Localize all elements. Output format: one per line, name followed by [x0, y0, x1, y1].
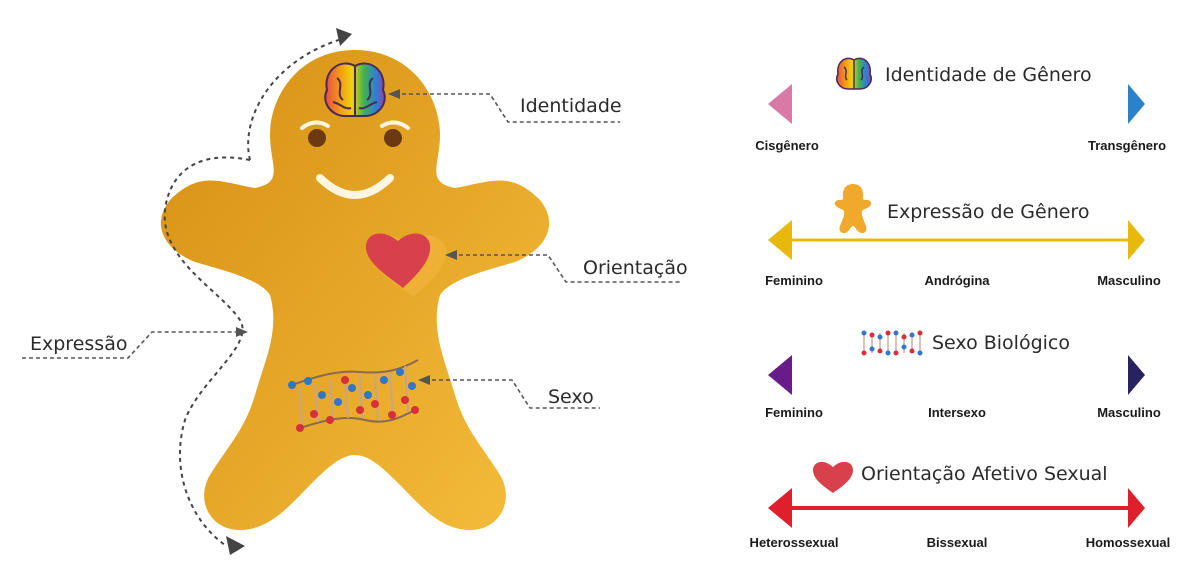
left-eye — [308, 129, 326, 147]
left-eyebrow — [300, 120, 330, 130]
spectrum-sex-right-arrowhead — [1128, 355, 1145, 395]
spectrum-sex-right-label: Masculino — [1097, 405, 1161, 420]
spectrum-expression-title: Expressão de Gênero — [887, 201, 1090, 223]
gingerbread-figure — [160, 50, 550, 530]
callout-expression-label: Expressão — [30, 333, 128, 355]
identity-leader — [395, 93, 620, 123]
brain-icon — [324, 62, 386, 117]
spectrum-sex — [768, 355, 1145, 395]
callout-orientation-label: Orientação — [583, 257, 688, 279]
callout-identity-label: Identidade — [520, 95, 622, 117]
spectrum-identity-left-arrowhead — [768, 84, 792, 124]
right-eyebrow — [380, 120, 410, 130]
spectrum-identity-left-label: Cisgênero — [755, 138, 819, 153]
orientation-leader-arrow — [445, 250, 457, 260]
spectrum-orientation-title: Orientação Afetivo Sexual — [861, 463, 1108, 485]
expression-leader-arrow — [236, 327, 248, 337]
spectrum-sex-left-arrowhead — [768, 355, 792, 395]
expression-leader — [22, 331, 240, 359]
smile — [316, 174, 394, 199]
expression-arrowhead-bottom — [226, 536, 245, 555]
spectrum-identity-right-label: Transgênero — [1087, 138, 1167, 153]
spectrum-orientation — [768, 488, 1145, 528]
spectrum-orientation-left-arrowhead — [768, 488, 792, 528]
gingerbread-body — [160, 50, 550, 530]
spectrum-identity-right-arrowhead — [1128, 84, 1145, 124]
spectrum-orientation-left-label: Heterossexual — [749, 535, 839, 550]
sex-leader — [425, 379, 600, 409]
spectrum-sex-title: Sexo Biológico — [932, 332, 1070, 354]
spectrum-expression-gingerbread-icon — [834, 184, 872, 234]
spectrum-sex-middle-label: Intersexo — [928, 405, 986, 420]
right-eye — [384, 129, 402, 147]
spectrum-sex-left-label: Feminino — [765, 405, 823, 420]
spectrum-orientation-right-arrowhead — [1128, 488, 1145, 528]
sex-leader-arrow — [418, 375, 430, 385]
spectrum-identity-brain-icon — [836, 57, 872, 90]
spectrum-expression-right-label: Masculino — [1097, 273, 1161, 288]
spectrum-expression-left-arrowhead — [768, 220, 792, 260]
spectrum-identity — [768, 84, 1145, 124]
spectrum-orientation-heart-icon — [813, 461, 853, 493]
expression-arrowhead-top — [336, 28, 352, 46]
spectrum-expression-left-label: Feminino — [765, 273, 823, 288]
dna-icon — [288, 359, 419, 432]
spectrum-expression — [768, 220, 1145, 260]
spectrum-expression-middle-label: Andrógina — [924, 273, 990, 288]
orientation-leader — [452, 254, 680, 283]
identity-leader-arrow — [388, 89, 400, 99]
spectrum-orientation-right-label: Homossexual — [1085, 535, 1171, 550]
expression-dashed-side — [163, 156, 251, 546]
callout-sex-label: Sexo — [548, 386, 594, 408]
spectrum-orientation-middle-label: Bissexual — [926, 535, 988, 550]
spectrum-identity-title: Identidade de Gênero — [885, 64, 1092, 86]
heart-icon — [365, 233, 447, 296]
spectrum-sex-dna-icon — [861, 330, 923, 356]
spectrum-expression-right-arrowhead — [1128, 220, 1145, 260]
